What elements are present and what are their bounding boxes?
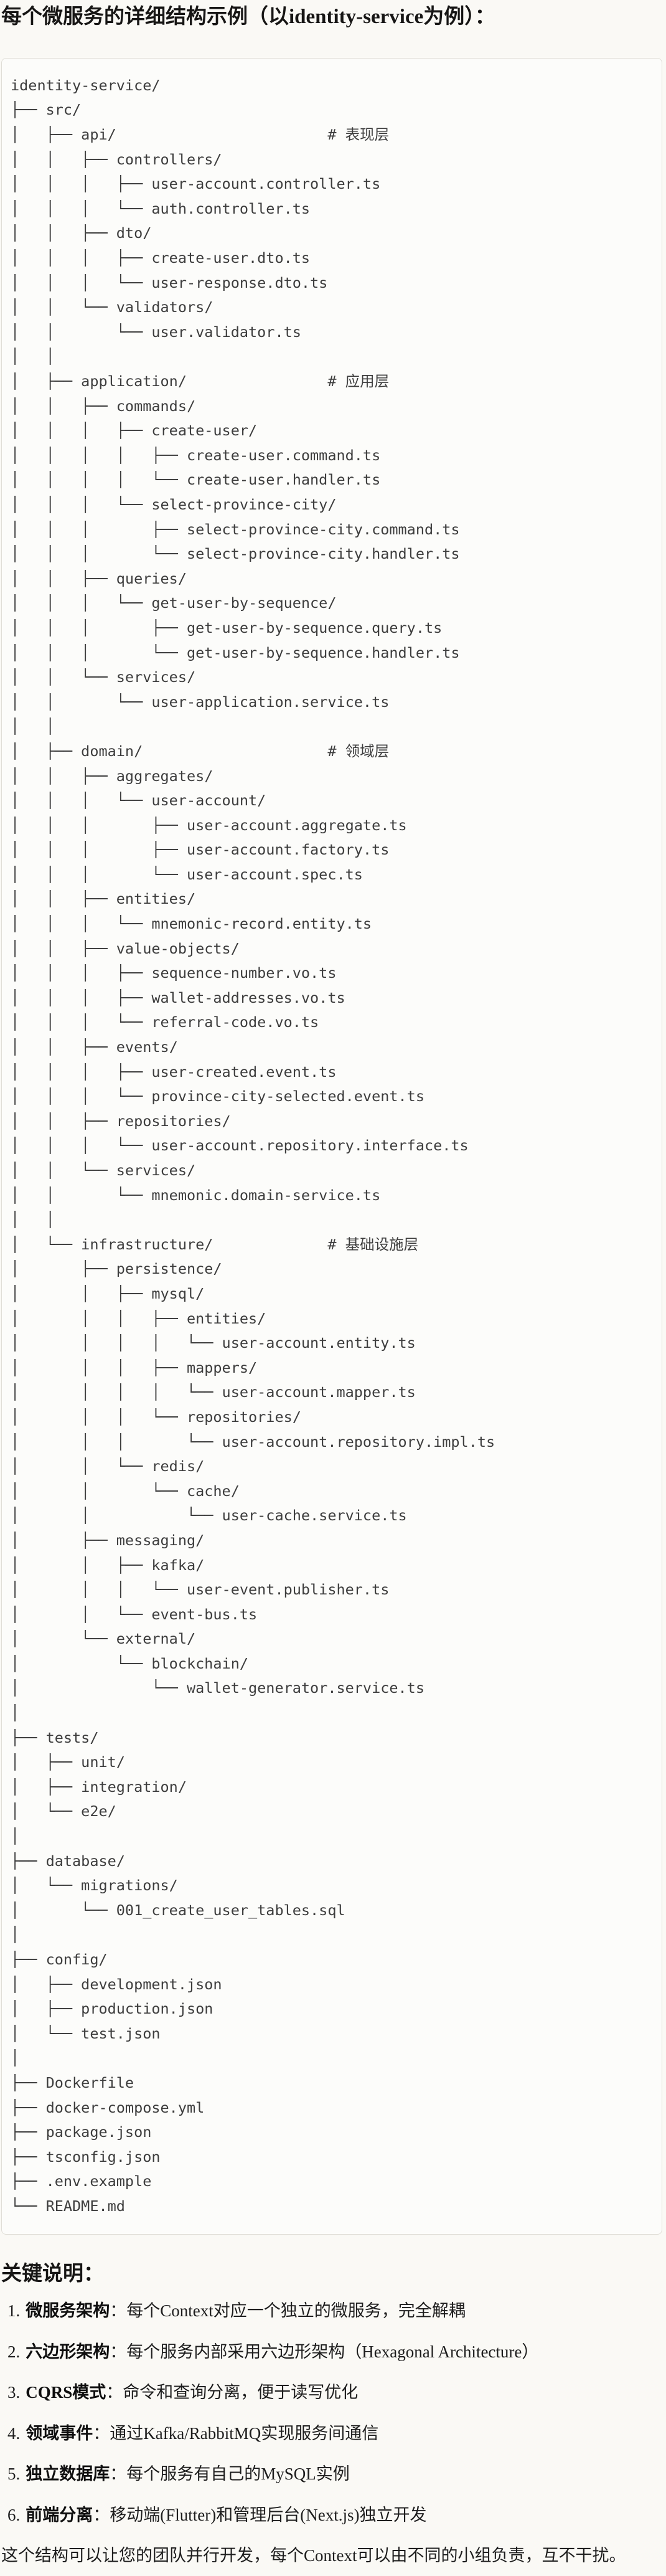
page-title: 每个微服务的详细结构示例（以identity-service为例）： [1,6,495,28]
note-number: 4. [7,2423,21,2443]
note-separator: ： [110,2342,127,2361]
note-separator: ： [106,2383,123,2402]
note-separator: ： [93,2505,110,2524]
note-number: 3. [7,2383,21,2402]
note-term: 独立数据库 [26,2465,110,2484]
note-term: 微服务架构 [26,2301,110,2321]
directory-tree: identity-service/ ├── src/ │ ├── api/ # … [11,76,495,2215]
note-separator: ： [110,2465,127,2484]
note-term: CQRS模式 [26,2383,106,2402]
code-block: identity-service/ ├── src/ │ ├── api/ # … [1,57,662,2235]
note-separator: ： [93,2423,110,2443]
note-number: 5. [7,2465,21,2484]
note-term: 前端分离 [26,2505,93,2524]
document-body: 每个微服务的详细结构示例（以identity-service为例）： ident… [1,4,662,2567]
note-number: 1. [7,2301,21,2321]
note-term: 领域事件 [26,2423,93,2443]
note-desc: 每个服务内部采用六边形架构（Hexagonal Architecture） [126,2342,539,2361]
closing-paragraph: 这个结构可以让您的团队并行开发，每个Context可以由不同的小组负责，互不干扰… [1,2546,626,2565]
notes-heading: 关键说明： [1,2262,104,2285]
note-number: 2. [7,2342,21,2361]
note-desc: 每个服务有自己的MySQL实例 [126,2465,350,2484]
note-term: 六边形架构 [26,2342,110,2361]
note-item: 4.领域事件：通过Kafka/RabbitMQ实现服务间通信 [7,2422,662,2445]
note-number: 6. [7,2505,21,2524]
note-item: 5. 独立数据库：每个服务有自己的MySQL实例 [7,2463,662,2485]
note-desc: 移动端(Flutter)和管理后台(Next.js)独立开发 [110,2505,427,2524]
note-desc: 命令和查询分离，便于读写优化 [123,2383,359,2402]
note-item: 2. 六边形架构：每个服务内部采用六边形架构（Hexagonal Architec… [7,2341,662,2363]
note-separator: ： [110,2301,127,2321]
note-item: 3. CQRS模式：命令和查询分离，便于读写优化 [7,2381,662,2403]
note-desc: 通过Kafka/RabbitMQ实现服务间通信 [110,2423,379,2443]
note-item: 6. 前端分离：移动端(Flutter)和管理后台(Next.js)独立开发 [7,2504,662,2526]
notes-list: 1.微服务架构：每个Context对应一个独立的微服务，完全解耦 2.六边形架构… [1,2299,662,2526]
note-item: 1.微服务架构：每个Context对应一个独立的微服务，完全解耦 [7,2299,662,2322]
note-desc: 每个Context对应一个独立的微服务，完全解耦 [126,2301,466,2321]
